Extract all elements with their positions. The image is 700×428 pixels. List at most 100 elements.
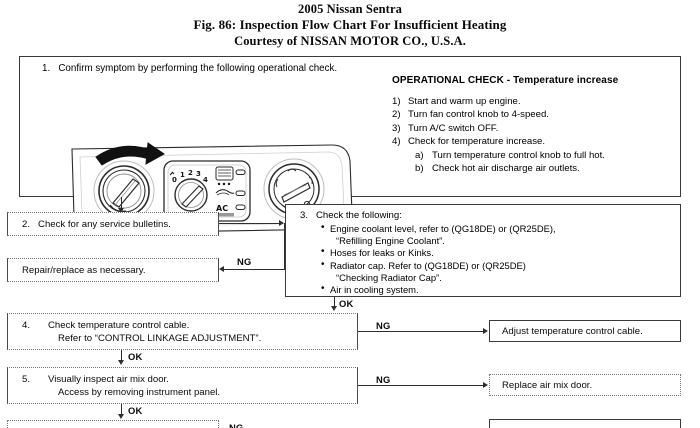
step4-box: 4. Check temperature control cable. Refe… bbox=[7, 313, 358, 350]
op-item: 2) Turn fan control knob to 4-speed. bbox=[392, 108, 692, 121]
op-item-number: 2) bbox=[392, 109, 401, 121]
arrow-step4-step5 bbox=[118, 360, 124, 365]
step5-line2-wrap: Access by removing instrument panel. bbox=[58, 386, 357, 399]
repair-replace-box: Repair/replace as necessary. bbox=[7, 258, 219, 282]
svg-text:4: 4 bbox=[203, 176, 208, 184]
arrow-step3-step4 bbox=[331, 306, 337, 311]
step3-bullet: • Hoses for leaks or Kinks. bbox=[321, 246, 680, 259]
step3-bullet: • Radiator cap. Refer to (QG18DE) or (QR… bbox=[321, 259, 680, 272]
step3-bullet: • Engine coolant level, refer to (QG18DE… bbox=[321, 222, 680, 235]
op-item-number: 4) bbox=[392, 136, 401, 148]
step3-bullet-cont: “Refilling Engine Coolant”. bbox=[336, 235, 445, 247]
step3-bullet-text: Radiator cap. Refer to (QG18DE) or (QR25… bbox=[330, 259, 526, 271]
op-item: 3) Turn A/C switch OFF. bbox=[392, 122, 692, 135]
step3-bullet-cont: “Checking Radiator Cap”. bbox=[336, 271, 442, 283]
result-adjust-cable-text: Adjust temperature control cable. bbox=[502, 326, 643, 337]
op-item-text: Turn fan control knob to 4-speed. bbox=[408, 109, 549, 121]
step3-bullet-text: Air in cooling system. bbox=[330, 284, 419, 296]
vehicle-title: 2005 Nissan Sentra bbox=[298, 2, 402, 16]
bullet-icon: • bbox=[321, 283, 325, 295]
connector-step5-ng bbox=[358, 385, 485, 387]
connector-step3-step4 bbox=[334, 297, 336, 308]
step4-number: 4. bbox=[22, 320, 31, 331]
flag-ng-step4: NG bbox=[376, 320, 391, 331]
bullet-icon: • bbox=[321, 246, 325, 258]
op-subitem: b) Check hot air discharge air outlets. bbox=[415, 162, 692, 175]
hvac-control-panel-illustration: 0 1 2 3 4 bbox=[60, 135, 360, 240]
step1-box: 1. Confirm symptom by performing the fol… bbox=[19, 56, 681, 234]
operational-check-heading: OPERATIONAL CHECK - Temperature increase bbox=[392, 75, 619, 86]
op-subitem-number: b) bbox=[415, 163, 424, 175]
svg-text:0: 0 bbox=[172, 176, 177, 184]
step6-box-partial bbox=[7, 420, 219, 428]
op-item-number: 1) bbox=[392, 96, 401, 107]
connector-step3-ng-vertical bbox=[284, 223, 286, 270]
step1-text: Confirm symptom by performing the follow… bbox=[58, 63, 338, 74]
connector-step1-step2 bbox=[121, 197, 123, 210]
flag-ng-step5: NG bbox=[376, 374, 391, 385]
connector-step4-step5 bbox=[121, 350, 123, 362]
op-item: 4) Check for temperature increase. bbox=[392, 135, 692, 148]
step2-text: Check for any service bulletins. bbox=[38, 219, 171, 230]
step3-box: 3. Check the following: • Engine coolant… bbox=[285, 204, 681, 297]
arrow-step5-result2 bbox=[483, 382, 488, 388]
courtesy-line: Courtesy of NISSAN MOTOR CO., U.S.A. bbox=[234, 34, 466, 48]
figure-title: Fig. 86: Inspection Flow Chart For Insuf… bbox=[193, 17, 507, 32]
connector-step5-step6 bbox=[121, 404, 123, 416]
step1-number: 1. bbox=[42, 63, 51, 74]
arrow-step2-step3 bbox=[279, 220, 284, 226]
op-subitem: a) Turn temperature control knob to full… bbox=[415, 149, 692, 162]
op-subitem-text: Check hot air discharge air outlets. bbox=[432, 163, 580, 175]
step3-bullet: • Air in cooling system. bbox=[321, 283, 680, 296]
arrow-step1-step2 bbox=[118, 208, 124, 213]
step5-line1: Visually inspect air mix door. bbox=[48, 374, 169, 385]
step3-bullet-text: Hoses for leaks or Kinks. bbox=[330, 247, 434, 259]
repair-replace-text: Repair/replace as necessary. bbox=[22, 265, 146, 276]
op-subitem-number: a) bbox=[415, 149, 424, 161]
op-subitem-text: Turn temperature control knob to full ho… bbox=[432, 149, 605, 161]
step5-line2: Access by removing instrument panel. bbox=[58, 387, 221, 398]
flag-ng-step6: NG bbox=[229, 422, 244, 428]
flag-ng-step3: NG bbox=[237, 256, 252, 267]
step5-number: 5. bbox=[22, 374, 31, 385]
flag-ok-step5: OK bbox=[128, 405, 143, 416]
op-item-number: 3) bbox=[392, 122, 401, 134]
step4-line1: Check temperature control cable. bbox=[48, 320, 190, 331]
connector-step2-step3 bbox=[219, 223, 281, 225]
step4-line2: Refer to “CONTROL LINKAGE ADJUSTMENT”. bbox=[58, 333, 262, 344]
result3-box-partial bbox=[489, 419, 681, 428]
step3-title: Check the following: bbox=[316, 210, 402, 221]
result-replace-door-box: Replace air mix door. bbox=[489, 374, 681, 396]
arrow-step5-step6 bbox=[118, 414, 124, 419]
step5-line1-wrap: 5. Visually inspect air mix door. bbox=[22, 373, 357, 386]
step3-heading: 3. Check the following: bbox=[300, 210, 680, 221]
arrow-step3-repair bbox=[219, 266, 224, 272]
svg-text:1: 1 bbox=[180, 171, 185, 179]
result-replace-door-text: Replace air mix door. bbox=[502, 380, 593, 391]
title-block: 2005 Nissan Sentra Fig. 86: Inspection F… bbox=[0, 0, 700, 49]
svg-text:3: 3 bbox=[196, 170, 201, 178]
step1-heading: 1. Confirm symptom by performing the fol… bbox=[42, 63, 337, 74]
bullet-icon: • bbox=[321, 222, 325, 233]
bullet-icon: • bbox=[321, 258, 325, 270]
operational-check-block: OPERATIONAL CHECK - Temperature increase… bbox=[392, 75, 692, 175]
step4-line1-wrap: 4. Check temperature control cable. bbox=[22, 319, 357, 332]
svg-text:2: 2 bbox=[188, 169, 193, 177]
op-item-text: Check for temperature increase. bbox=[408, 136, 546, 148]
svg-text:AC: AC bbox=[216, 204, 228, 213]
flag-ok-step4: OK bbox=[128, 351, 143, 362]
step4-line2-wrap: Refer to “CONTROL LINKAGE ADJUSTMENT”. bbox=[58, 332, 357, 345]
op-item: 1) Start and warm up engine. bbox=[392, 95, 692, 108]
arrow-step4-result1 bbox=[483, 328, 488, 334]
flag-ok-step3: OK bbox=[339, 298, 354, 309]
step2-box: 2. Check for any service bulletins. bbox=[7, 212, 219, 236]
result-adjust-cable-box: Adjust temperature control cable. bbox=[489, 320, 681, 342]
op-item-text: Turn A/C switch OFF. bbox=[408, 122, 499, 134]
connector-step4-ng bbox=[358, 331, 485, 333]
step3-bullet-text: Engine coolant level, refer to (QG18DE) … bbox=[330, 223, 556, 234]
step3-number: 3. bbox=[300, 210, 309, 221]
op-item-text: Start and warm up engine. bbox=[408, 96, 521, 107]
step2-number: 2. bbox=[22, 219, 31, 230]
step5-box: 5. Visually inspect air mix door. Access… bbox=[7, 367, 358, 404]
